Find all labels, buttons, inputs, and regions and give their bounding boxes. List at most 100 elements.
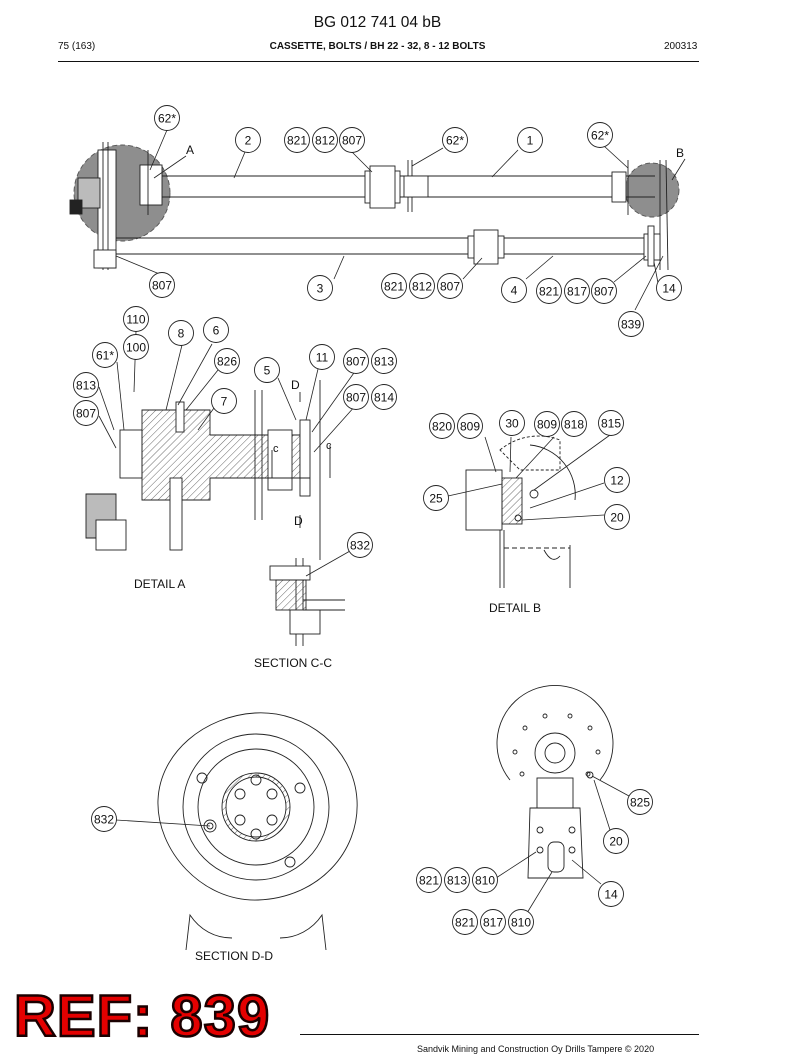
callout-label: 815 bbox=[601, 416, 621, 430]
callout-bubble bbox=[381, 273, 407, 299]
callout-label: 832 bbox=[94, 812, 114, 826]
callout-section-cc-0: 832 bbox=[347, 532, 373, 558]
section-markers: A B c c D D bbox=[186, 143, 684, 528]
callout-top-10: 821 bbox=[381, 273, 407, 299]
callout-bubble bbox=[235, 127, 261, 153]
callout-bubble bbox=[123, 306, 149, 332]
callout-bubble bbox=[536, 278, 562, 304]
callout-detail-b-1: 809 bbox=[457, 413, 483, 439]
callout-label: 1 bbox=[527, 133, 534, 147]
callout-bubble bbox=[472, 867, 498, 893]
callout-top-7: 62* bbox=[587, 122, 613, 148]
callout-bubble bbox=[409, 273, 435, 299]
reference-stamp: REF: 839 bbox=[13, 983, 271, 1051]
section-marker-a: A bbox=[186, 143, 194, 157]
section-marker-d-bottom: D bbox=[294, 514, 303, 528]
callout-label: 812 bbox=[412, 279, 432, 293]
callout-label: 825 bbox=[630, 795, 650, 809]
callout-label: 807 bbox=[76, 406, 96, 420]
callout-bubble bbox=[309, 344, 335, 370]
callout-label: 12 bbox=[610, 473, 624, 487]
callout-label: 810 bbox=[475, 873, 495, 887]
callout-label: 3 bbox=[317, 281, 324, 295]
callout-bubble bbox=[499, 410, 525, 436]
callout-label: 8 bbox=[178, 326, 185, 340]
callout-detail-a-4: 61* bbox=[92, 342, 118, 368]
callout-top-12: 807 bbox=[437, 273, 463, 299]
callout-bubble bbox=[339, 127, 365, 153]
callout-detail-b-4: 818 bbox=[561, 411, 587, 437]
callout-detail-a-12: 813 bbox=[371, 348, 397, 374]
callout-detail-a-10: 11 bbox=[309, 344, 335, 370]
callout-top-9: 3 bbox=[307, 275, 333, 301]
callout-label: 818 bbox=[564, 417, 584, 431]
callout-label: 809 bbox=[537, 417, 557, 431]
callout-bubble bbox=[591, 278, 617, 304]
callout-label: 11 bbox=[316, 350, 329, 364]
caption-section-cc: SECTION C-C bbox=[254, 656, 332, 670]
callout-label: 826 bbox=[217, 354, 237, 368]
callout-label: 817 bbox=[567, 284, 587, 298]
callout-detail-a-5: 826 bbox=[214, 348, 240, 374]
section-marker-d-top: D bbox=[291, 378, 300, 392]
callout-top-2: 821 bbox=[284, 127, 310, 153]
callout-bubble bbox=[91, 806, 117, 832]
section-dd-drawing bbox=[157, 712, 358, 951]
callout-label: 14 bbox=[604, 887, 618, 901]
callout-bubble bbox=[437, 273, 463, 299]
callout-bubble bbox=[211, 388, 237, 414]
callout-detail-b-0: 820 bbox=[429, 413, 455, 439]
callout-bubble bbox=[154, 105, 180, 131]
callout-label: 61* bbox=[96, 348, 114, 362]
callout-bottom-right-6: 821 bbox=[452, 909, 478, 935]
callout-bubble bbox=[604, 467, 630, 493]
callout-label: 20 bbox=[610, 510, 624, 524]
callout-detail-b-7: 12 bbox=[604, 467, 630, 493]
bottom-right-view-drawing bbox=[496, 684, 614, 879]
callout-label: 20 bbox=[609, 834, 623, 848]
callout-bubble bbox=[452, 909, 478, 935]
caption-section-dd: SECTION D-D bbox=[195, 949, 273, 963]
section-marker-c-left: c bbox=[273, 443, 279, 455]
callout-label: 7 bbox=[221, 394, 228, 408]
callout-detail-b-2: 30 bbox=[499, 410, 525, 436]
callout-bubble bbox=[168, 320, 194, 346]
callout-bubble bbox=[627, 789, 653, 815]
callout-label: 809 bbox=[460, 419, 480, 433]
callout-detail-a-11: 807 bbox=[343, 348, 369, 374]
callout-bubble bbox=[307, 275, 333, 301]
callout-bubble bbox=[284, 127, 310, 153]
document-title: BG 012 741 04 bB bbox=[313, 14, 442, 31]
callout-detail-a-0: 110 bbox=[123, 306, 149, 332]
callout-label: 110 bbox=[126, 312, 145, 326]
callout-label: 30 bbox=[505, 416, 519, 430]
callout-bubble bbox=[73, 400, 99, 426]
callout-label: 807 bbox=[440, 279, 460, 293]
callout-bubble bbox=[480, 909, 506, 935]
callout-label: 839 bbox=[621, 317, 641, 331]
callout-bottom-right-4: 810 bbox=[472, 867, 498, 893]
callout-bubble bbox=[73, 372, 99, 398]
callout-label: 817 bbox=[483, 915, 503, 929]
callout-label: 807 bbox=[152, 278, 172, 292]
callout-detail-a-3: 100 bbox=[123, 334, 149, 360]
callout-bubble bbox=[457, 413, 483, 439]
callout-top-8: 807 bbox=[149, 272, 175, 298]
detail-b-drawing bbox=[465, 435, 576, 588]
callout-label: 814 bbox=[374, 390, 394, 404]
callout-label: 821 bbox=[384, 279, 404, 293]
callout-bubble bbox=[149, 272, 175, 298]
callout-label: 821 bbox=[455, 915, 475, 929]
callout-detail-a-2: 6 bbox=[203, 317, 229, 343]
caption-detail-b: DETAIL B bbox=[489, 601, 541, 615]
callout-detail-a-7: 807 bbox=[73, 400, 99, 426]
section-cc-drawing bbox=[269, 558, 345, 646]
callout-label: 810 bbox=[511, 915, 531, 929]
callout-label: 813 bbox=[76, 378, 96, 392]
callout-detail-a-13: 807 bbox=[343, 384, 369, 410]
callout-top-1: 2 bbox=[235, 127, 261, 153]
callout-bubble bbox=[517, 127, 543, 153]
callout-detail-a-6: 813 bbox=[73, 372, 99, 398]
